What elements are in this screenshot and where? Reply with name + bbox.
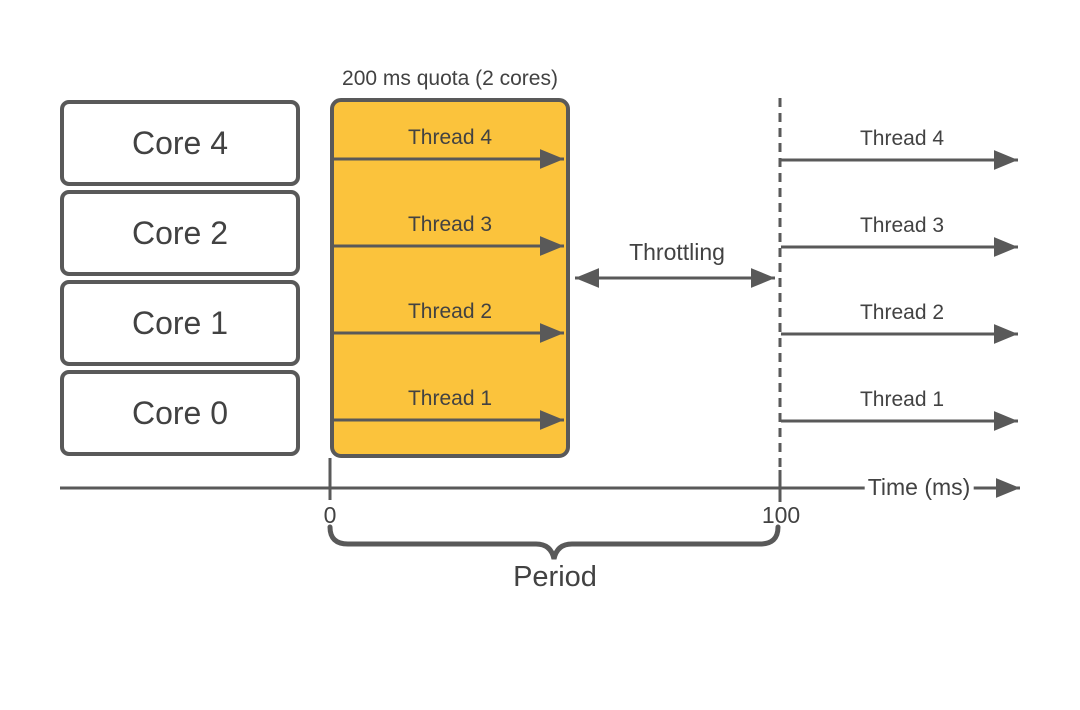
- quota-thread-label-3: Thread 3: [407, 213, 493, 236]
- quota-thread-label-1: Thread 1: [407, 387, 493, 410]
- after-thread-label-4: Thread 4: [859, 127, 945, 150]
- axis-tick-0: 0: [323, 502, 337, 528]
- time-axis-label: Time (ms): [864, 474, 974, 502]
- after-thread-label-1: Thread 1: [859, 388, 945, 411]
- core-box-4: Core 4: [60, 100, 300, 186]
- after-thread-label-2: Thread 2: [859, 301, 945, 324]
- core-label-0: Core 0: [131, 394, 229, 431]
- core-label-1: Core 1: [131, 304, 229, 341]
- core-label-2: Core 2: [131, 214, 229, 251]
- period-brace: [327, 524, 781, 560]
- quota-title: 200 ms quota (2 cores): [342, 67, 558, 90]
- core-box-1: Core 1: [60, 280, 300, 366]
- period-label: Period: [513, 561, 597, 593]
- axis-tick-100: 100: [761, 502, 801, 528]
- core-box-2: Core 2: [60, 190, 300, 276]
- throttling-label: Throttling: [629, 239, 725, 265]
- after-thread-label-3: Thread 3: [859, 214, 945, 237]
- core-box-0: Core 0: [60, 370, 300, 456]
- quota-thread-label-4: Thread 4: [407, 126, 493, 149]
- quota-thread-label-2: Thread 2: [407, 300, 493, 323]
- core-label-4: Core 4: [131, 124, 229, 161]
